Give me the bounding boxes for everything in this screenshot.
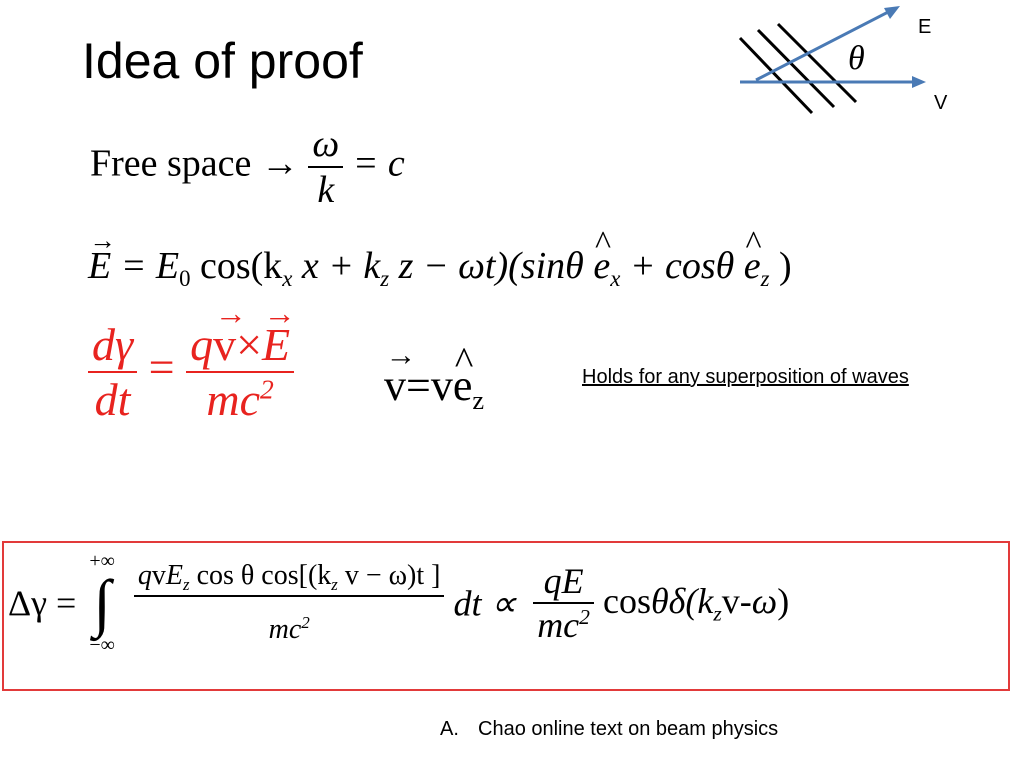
field-vector-e: E	[88, 225, 116, 288]
diagram-angle-theta: θ	[848, 40, 865, 77]
diagram-label-e: E	[918, 16, 932, 38]
free-space-label: Free space	[90, 142, 252, 185]
dgamma-dt-fraction: dγ dt	[88, 318, 138, 426]
mc-squared: 2	[260, 373, 274, 405]
force-numerator: qv×E	[186, 295, 296, 371]
dgamma-numerator: dγ	[92, 319, 134, 370]
free-space-equation: Free space → ω k = c	[90, 122, 405, 212]
fraction-bar	[308, 166, 344, 168]
delta-function-tail: cosθδ(kzv-ω)	[602, 581, 790, 626]
integrand-E: E	[165, 560, 184, 592]
field-unit-ez: e	[744, 225, 762, 288]
velocity-equation: v=vez	[384, 338, 485, 416]
velocity-vector: v	[213, 295, 247, 371]
integral-equation: Δγ = +∞ ∫ −∞ qvEz cos θ cos[(kz v − ω)t …	[8, 550, 789, 657]
delta-gamma-lhs: Δγ =	[8, 583, 77, 624]
integrand-fraction: qvEz cos θ cos[(kz v − ω)t ] mc2	[133, 560, 445, 646]
integrand-v: v	[151, 560, 166, 592]
charge-q: q	[190, 319, 214, 370]
force-denominator: mc2	[202, 373, 277, 426]
proportional-denominator: mc2	[533, 604, 594, 646]
field-sub-0: 0	[179, 265, 191, 291]
field-close-paren: )	[779, 245, 792, 287]
omega-over-k-fraction: ω k	[308, 122, 344, 212]
wavefront-line-1	[738, 36, 814, 115]
tail-sub-z: z	[713, 601, 722, 626]
integral-lower-limit: −∞	[89, 633, 115, 656]
dt-denominator: dt	[94, 374, 131, 425]
proportional-mc-sup: 2	[579, 605, 590, 630]
integral-box	[2, 541, 1010, 691]
tail-omega: ω	[751, 581, 778, 622]
integrand-q: q	[137, 560, 152, 592]
proportional-mc: mc	[537, 605, 580, 646]
integral-sign: ∫	[93, 567, 111, 638]
field-unit-sub-z: z	[760, 265, 770, 291]
fraction-bar	[533, 602, 594, 605]
field-sub-z: z	[380, 265, 390, 291]
tail-k: k	[697, 581, 714, 622]
field-sub-x: x	[282, 265, 293, 291]
tail-v: v-	[721, 581, 752, 622]
tail-theta-delta: θδ(	[650, 581, 698, 622]
field-unit-sub-x: x	[610, 265, 621, 291]
velocity-unit-e: e	[453, 338, 473, 411]
wave-angle-diagram	[738, 6, 926, 115]
integrand-mc-sup: 2	[301, 613, 310, 633]
k-symbol: k	[317, 169, 335, 211]
integrand-sub-z: z	[183, 575, 190, 595]
equals-sign: =	[148, 341, 175, 393]
implies-arrow: →	[260, 142, 299, 185]
field-phase-term: z − ωt)(sinθ	[398, 245, 584, 287]
field-kz-term: x + k	[301, 245, 381, 287]
field-cos-theta: + cosθ	[629, 245, 735, 287]
force-fraction: qv×E mc2	[186, 295, 296, 426]
citation-marker: A.	[440, 718, 459, 740]
e-arrow-head	[884, 6, 900, 19]
integral-upper-limit: +∞	[89, 550, 115, 572]
integrand-rest: v − ω)t ]	[337, 560, 441, 592]
proportional-numerator: qE	[543, 561, 584, 602]
integrand-denominator: mc2	[265, 597, 314, 646]
electric-field-equation: E = E0 cos(kx x + kz z − ωt)(sinθ ex + c…	[88, 225, 792, 292]
energy-change-equation: dγ dt = qv×E mc2	[88, 295, 296, 426]
citation: A. Chao online text on beam physics	[440, 718, 778, 741]
fraction-bar	[88, 371, 138, 373]
e-arrow-line	[755, 8, 893, 82]
velocity-sub-z: z	[472, 385, 485, 416]
fraction-bar	[186, 371, 295, 373]
integral-dt-proportional: dt ∝	[453, 583, 517, 624]
proportional-fraction: qE mc2	[533, 560, 594, 646]
integrand-sub-z2: z	[331, 575, 338, 595]
slide-title: Idea of proof	[82, 33, 363, 89]
field-unit-ex: e	[593, 225, 611, 288]
field-e0: = E	[120, 245, 180, 287]
integral-sign-group: +∞ ∫ −∞	[89, 550, 115, 657]
omega-symbol: ω	[312, 123, 340, 165]
tail-close: )	[777, 581, 790, 622]
citation-text: Chao online text on beam physics	[478, 718, 779, 740]
integrand-cos-terms: cos θ cos[(k	[189, 560, 332, 592]
equals-c: = c	[352, 142, 405, 185]
v-arrow-head	[912, 76, 926, 88]
wavefront-line-2	[756, 28, 836, 109]
velocity-lhs: v	[384, 338, 416, 411]
diagram-label-v: V	[934, 92, 948, 114]
field-vector: E	[262, 295, 296, 371]
fraction-bar	[133, 595, 445, 598]
integrand-numerator: qvEz cos θ cos[(kz v − ω)t ]	[134, 560, 445, 595]
superposition-note: Holds for any superposition of waves	[582, 366, 909, 388]
mc-term: mc	[206, 374, 261, 425]
field-cos-term: cos(k	[199, 245, 283, 287]
wavefront-lines	[738, 22, 858, 115]
integrand-mc: mc	[268, 614, 302, 646]
tail-cos: cos	[602, 581, 651, 622]
wavefront-line-3	[776, 22, 858, 104]
